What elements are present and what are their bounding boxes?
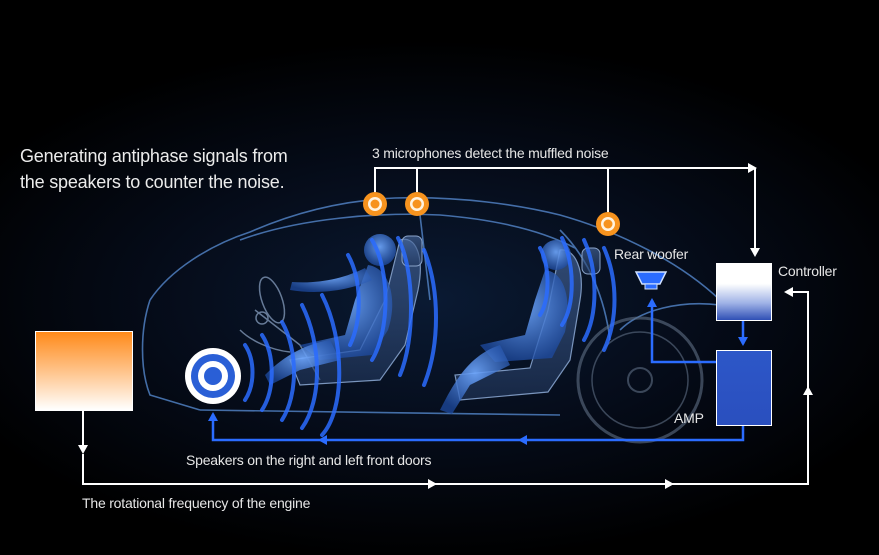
amp-label: AMP <box>674 410 704 426</box>
engine-signal-line <box>78 287 813 489</box>
woofer-icon <box>634 271 668 290</box>
engine-source-box <box>35 331 133 411</box>
microphones-label: 3 microphones detect the muffled noise <box>372 145 609 161</box>
headline-line-2: the speakers to counter the noise. <box>20 172 285 192</box>
amp-box <box>716 350 772 426</box>
sound-waves <box>243 236 617 437</box>
speaker-cone-icon <box>185 348 241 404</box>
rear-wheel <box>576 316 704 444</box>
engine-label: The rotational frequency of the engine <box>82 495 311 511</box>
amp-output-lines <box>208 298 748 445</box>
headline-line-1: Generating antiphase signals from <box>20 146 288 166</box>
orange-ring-icon <box>363 192 387 216</box>
controller-label: Controller <box>778 263 837 279</box>
orange-ring-icon <box>596 212 620 236</box>
speakers-label: Speakers on the right and left front doo… <box>186 452 432 468</box>
headline: Generating antiphase signals from the sp… <box>20 143 320 195</box>
rear-woofer-label: Rear woofer <box>614 246 689 262</box>
orange-ring-icon <box>405 192 429 216</box>
controller-box <box>716 263 772 321</box>
mic-signal-lines <box>374 163 760 257</box>
